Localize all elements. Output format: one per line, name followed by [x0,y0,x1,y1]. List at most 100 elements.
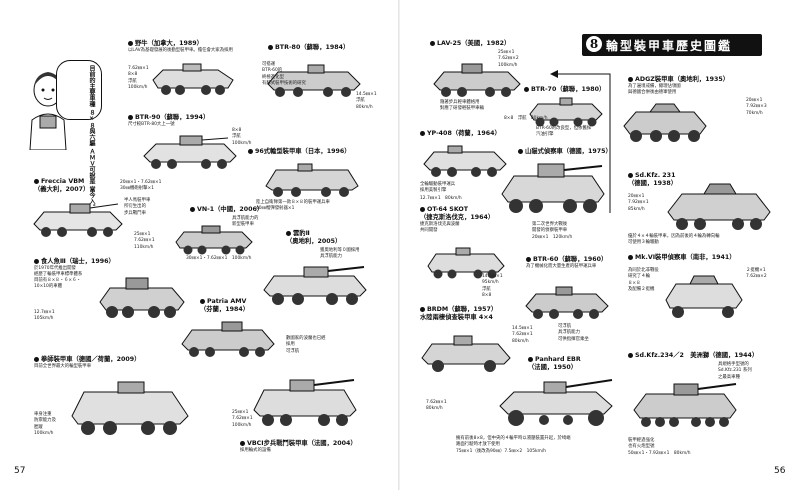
entry-title: 山貓式偵察車（德國，1975） [518,148,612,156]
vehicle-illustration [630,378,740,434]
entry-desc: 以LAV為基礎發展的後勤型裝甲車。擔任會大家為採用 [128,47,233,53]
vehicle-illustration [620,100,710,144]
entry-ot64: OT-64 SKOT （捷克斯洛伐克，1964） 捷克斯洛伐克與波蘭共同開發 [420,206,494,234]
entry-title: LAV-25（美國，1982） [430,40,510,48]
entry-title: Sd.Kfz. 231 [628,172,677,180]
vehicle-illustration [68,378,192,440]
vehicle-illustration [420,140,510,180]
banner-number: 8 [586,36,602,52]
entry-title: BTR-80（蘇聯，1984） [268,44,349,52]
entry-spec: 30㎜×1・7.62㎜×1 100km/h [186,256,252,261]
entry-title: BRDM（蘇聯，1957） [420,306,497,314]
vehicle-illustration [140,132,240,172]
entry-sdkfz234: Sd.Kfz.234／2 美洲獅（德國，1944） [628,352,758,360]
vehicle-illustration [250,376,360,432]
entry-desc: 半人馬裝甲車所衍生出的步兵戰鬥車 [124,198,151,216]
entry-desc: 為了邊境戒備，總理佔領國與德國合併後由德軍使用 [628,83,681,95]
vehicle-illustration [430,60,524,100]
entry-subtitle: （德國，1938） [628,179,678,187]
banner-title: 輪型裝甲車歷史圖鑑 [606,39,733,53]
entry-lav25: LAV-25（美國，1982） [430,40,510,48]
entry-title: VBCI步兵戰鬥裝甲車（法國，2004） [240,440,357,448]
vehicle-illustration [662,272,746,322]
entry-patria: Patria AMV （芬蘭，1984） [200,298,249,314]
entry-title: 雲豹Ⅱ [286,230,341,238]
entry-title: 拳師裝甲車（德國／荷蘭，2009） [34,356,140,364]
entry-title: Sd.Kfz.234／2 美洲獅（德國，1944） [628,352,758,360]
entry-title: 食人魚Ⅲ（瑞士，1996） [34,258,115,266]
entry-desc: 為了機械化而大量生產的裝甲運兵車 [526,263,597,269]
entry-spec: 12.7㎜×1 80km/h [420,196,462,201]
entry-title: 野牛（加拿大，1989） [128,40,233,48]
bubble-line: 當今入。 [88,186,95,211]
entry-adgz: ADGZ裝甲車（奧地利，1935） 為了邊境戒備，總理佔領國與德國合併後由德軍使… [628,76,729,96]
mascot-illustration [24,60,72,154]
entry-desc: 具浮航能力的新型裝甲車 [232,216,259,228]
vehicle-illustration [96,274,188,322]
entry-title: VN-1（中國，2006） [190,206,263,214]
entry-desc: 尺寸較BTR-80大上一號 [128,121,175,127]
speech-bubble: 目前的主要車種 ８×８與六驅 ＡＭＶ可說是 當今入。 [56,60,102,210]
vehicle-illustration [496,376,616,428]
entry-vbci: VBCI步兵戰鬥裝甲車（法國，2004） 採用輪式的設備 [240,440,357,454]
vehicle-illustration [664,180,774,236]
vehicle-illustration [418,332,514,374]
entry-spec: 8×8 浮航 80km/h [504,116,548,121]
entry-btr70: BTR-70（蘇聯，1980） [524,86,605,94]
entry-ebr: Panhard EBR （法國，1950） [528,356,581,372]
left-page: 57 目前的主要車種 ８×８與六驅 ＡＭＶ可說是 當今入。 野牛（加拿大，198… [14,40,377,476]
entry-piranha: 食人魚Ⅲ（瑞士，1996） 於1970年代推出開發經歷了輪裝甲車標準體系目前有８… [34,258,115,290]
entry-title: BTR-60（蘇聯，1960） [526,256,607,264]
entry-desc: 可浮航具浮航能力可供指揮官乘坐 [558,324,589,342]
bubble-line: 目前的主要車種 [88,65,95,107]
entry-title: OT-64 SKOT [420,206,494,214]
vehicle-illustration [172,222,256,256]
vehicle-illustration [178,318,278,360]
entry-title: BTR-90（蘇聯，1994） [128,114,209,122]
vehicle-illustration [522,282,612,322]
vehicle-illustration [498,160,608,220]
vehicle-illustration [424,244,508,280]
entry-luchs: 山貓式偵察車（德國，1975） [518,148,612,156]
entry-subtitle: （法國，1950） [528,363,578,371]
vehicle-illustration [526,94,606,128]
entry-bison: 野牛（加拿大，1989） 以LAV為基礎發展的後勤型裝甲車。擔任會大家為採用 [128,40,233,54]
entry-title: BTR-70（蘇聯，1980） [524,86,605,94]
timeline-arrow [550,70,611,213]
entry-boxer: 拳師裝甲車（德國／荷蘭，2009） 目前全世界最大的輪型裝甲車 [34,356,140,370]
vehicle-illustration [30,200,126,240]
entry-desc: 於1970年代推出開發經歷了輪裝甲車標準體系目前有８×８・６×６・10×10的車… [34,265,83,289]
entry-desc: 採用輪式的設備 [240,447,271,453]
bubble-line: ＡＭＶ可說是 [88,148,95,185]
entry-desc: 數國家的波蘭也已經採用可浮航 [286,336,326,354]
entry-subtitle: （捷克斯洛伐克，1964） [420,213,495,221]
entry-title: Freccia VBM [34,178,89,186]
entry-freccia: Freccia VBM （義大利，2007） [34,178,89,194]
entry-desc: 隨著步兵輕車體格用對應了研發輕裝甲車輛 [440,100,484,112]
entry-subtitle: （義大利，2007） [34,185,90,193]
entry-btr80: BTR-80（蘇聯，1984） [268,44,349,52]
entry-btr90: BTR-90（蘇聯，1994） 尺寸較BTR-80大上一號 [128,114,209,128]
entry-desc: 優於４×４輪裝甲車，因為前後的４輪為轉向輪可使用３輪驅動 [628,234,720,246]
entry-desc: 目前全世界最大的輪型裝甲車 [34,363,92,369]
entry-title: 96式輪型裝甲車（日本，1996） [248,148,351,156]
